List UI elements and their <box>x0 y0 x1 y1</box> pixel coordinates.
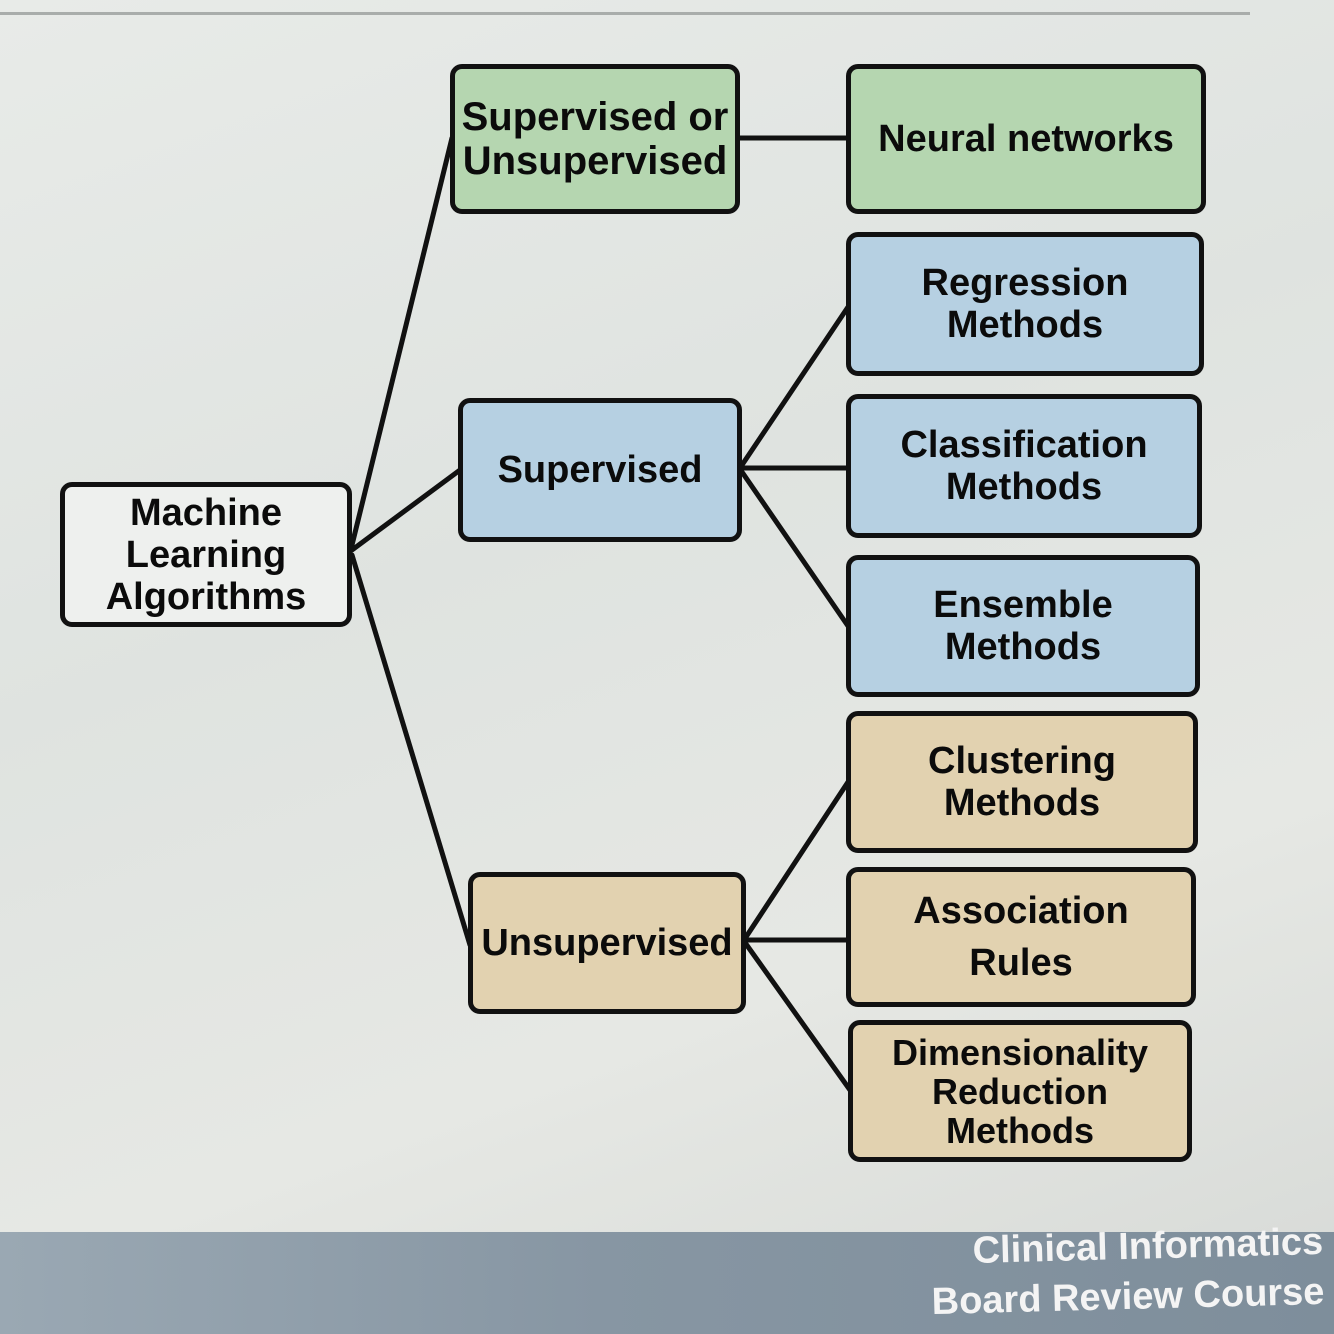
root-node: Machine Learning Algorithms <box>60 482 352 627</box>
edge-supervised-regression <box>739 304 851 468</box>
edge-root-both <box>349 135 455 548</box>
method-dimensionality-reduction: Dimensionality Reduction Methods <box>848 1020 1192 1162</box>
course-title: Clinical Informatics Board Review Course <box>931 1220 1326 1324</box>
category-unsupervised: Unsupervised <box>468 872 746 1014</box>
footer-banner <box>0 1232 1334 1334</box>
top-rule <box>0 12 1250 15</box>
edge-unsupervised-dimensionality <box>743 941 853 1093</box>
edge-unsupervised-clustering <box>743 779 851 940</box>
method-regression: Regression Methods <box>846 232 1204 376</box>
edge-supervised-ensemble <box>739 469 851 629</box>
edge-root-supervised <box>349 467 463 553</box>
method-classification: Classification Methods <box>846 394 1202 538</box>
edge-root-unsupervised <box>349 552 473 948</box>
method-clustering: Clustering Methods <box>846 711 1198 853</box>
method-ensemble: Ensemble Methods <box>846 555 1200 697</box>
category-supervised: Supervised <box>458 398 742 542</box>
method-association-rules: Association Rules <box>846 867 1196 1007</box>
category-supervised-or-unsupervised: Supervised or Unsupervised <box>450 64 740 214</box>
method-neural-networks: Neural networks <box>846 64 1206 214</box>
